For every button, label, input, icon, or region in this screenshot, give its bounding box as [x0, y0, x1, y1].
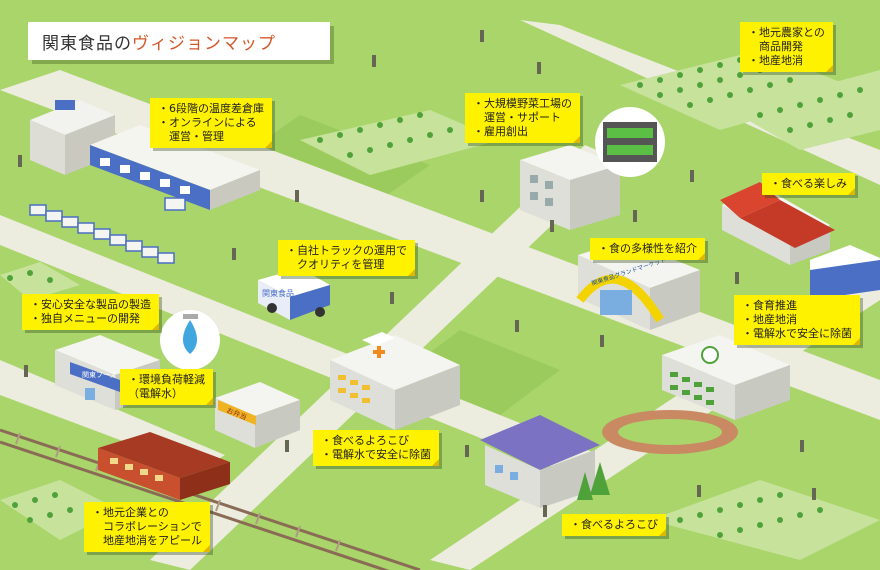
- note-line: ・地元農家との: [748, 26, 825, 39]
- parked-trucks: [29, 197, 186, 264]
- note-line: ・電解水で安全に除菌: [742, 327, 852, 340]
- note-line: ・雇用創出: [473, 125, 528, 138]
- note-line: コラボレーションで: [92, 520, 202, 533]
- note-line: 地産地消をアピール: [92, 534, 202, 547]
- note-line: ・地元企業との: [92, 506, 169, 519]
- hospital-building: [330, 332, 460, 430]
- note-line: ・独自メニューの開発: [30, 312, 140, 325]
- trees: [577, 462, 610, 500]
- note-line: ・食べる楽しみ: [770, 177, 847, 190]
- note-line: ・食べるよろこび: [570, 518, 658, 531]
- note-line: （電解水）: [128, 387, 183, 400]
- note-line: ・食の多様性を紹介: [598, 242, 697, 255]
- local-train: [98, 432, 230, 500]
- note-line: ・安心安全な製品の製造: [30, 298, 151, 311]
- school-building: [662, 335, 790, 420]
- bento-shop: お弁当: [215, 382, 300, 448]
- note-line: ・地産地消: [748, 54, 803, 67]
- warehouse-building: [30, 100, 260, 210]
- truck-sign: 関東食品: [262, 288, 294, 298]
- note-line: ・食育推進: [742, 299, 797, 312]
- office-sign: 関東フーズ: [82, 370, 117, 379]
- note-warehouse: ・6段階の温度差倉庫 ・オンラインによる 運営・管理: [150, 98, 272, 148]
- note-diversity: ・食の多様性を紹介: [590, 238, 705, 260]
- note-line: ・大規模野菜工場の: [473, 97, 572, 110]
- title-main: 関東食品の: [42, 33, 132, 54]
- note-enjoy: ・食べる楽しみ: [762, 173, 855, 195]
- note-line: ・電解水で安全に除菌: [321, 448, 431, 461]
- vegetable-factory: [520, 107, 665, 230]
- note-school: ・食育推進 ・地産地消 ・電解水で安全に除菌: [734, 295, 860, 345]
- note-line: 運営・管理: [158, 130, 224, 143]
- note-line: ・環境負荷軽減: [128, 373, 205, 386]
- note-hospital: ・食べるよろこび ・電解水で安全に除菌: [313, 430, 439, 466]
- note-line: ・6段階の温度差倉庫: [158, 102, 264, 115]
- people: [18, 30, 816, 517]
- note-line: ・食べるよろこび: [321, 434, 409, 447]
- truck-sign-right: 関東食品: [846, 264, 878, 274]
- note-line: クオリティを管理: [286, 258, 385, 271]
- care-home-building: [480, 415, 600, 508]
- note-line: ・地産地消: [742, 313, 797, 326]
- note-elderly: ・食べるよろこび: [562, 514, 666, 536]
- note-line: ・自社トラックの運用で: [286, 244, 407, 257]
- note-collab: ・地元企業との コラボレーションで 地産地消をアピール: [84, 502, 210, 552]
- note-safety: ・安心安全な製品の製造 ・独自メニューの開発: [22, 294, 159, 330]
- note-line: ・オンラインによる: [158, 116, 257, 129]
- note-line: 運営・サポート: [473, 111, 561, 124]
- supermarket-building: 関東食品グランドマーケット: [576, 240, 700, 330]
- note-truck: ・自社トラックの運用で クオリティを管理: [278, 240, 415, 276]
- note-environment: ・環境負荷軽減 （電解水）: [120, 369, 213, 405]
- water-drop-icon: [160, 310, 220, 370]
- note-factory: ・大規模野菜工場の 運営・サポート ・雇用創出: [465, 93, 580, 143]
- title-accent: ヴィジョンマップ: [132, 33, 276, 54]
- map-title: 関東食品のヴィジョンマップ: [28, 22, 330, 60]
- note-line: 商品開発: [748, 40, 803, 53]
- delivery-truck-right: 関東食品: [810, 245, 880, 300]
- sports-track: [602, 410, 738, 454]
- note-farm: ・地元農家との 商品開発 ・地産地消: [740, 22, 833, 72]
